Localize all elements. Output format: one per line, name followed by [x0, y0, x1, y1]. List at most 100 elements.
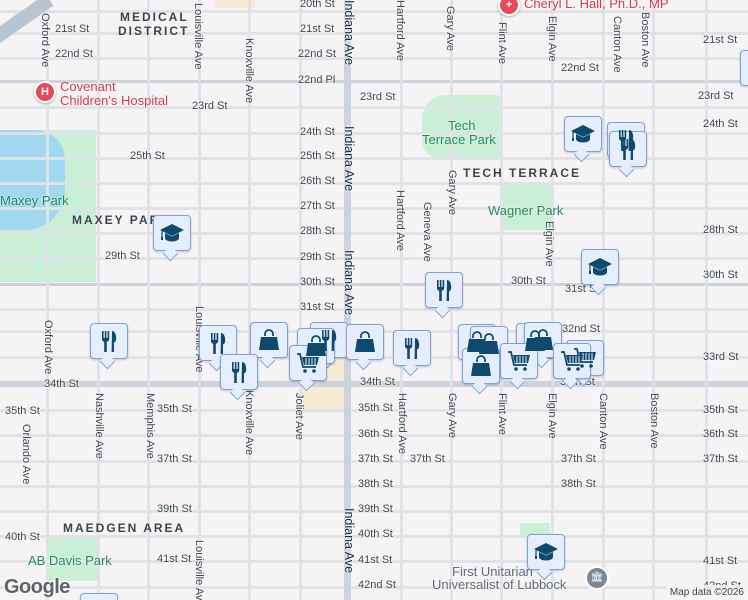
park-label[interactable]: Wagner Park [488, 203, 564, 218]
restaurant-marker[interactable] [393, 330, 431, 366]
street-label: 29th St [105, 250, 140, 262]
avenue-label: Hartford Ave [394, 190, 406, 251]
restaurant-marker[interactable] [607, 122, 645, 158]
avenue-label: Indiana Ave [342, 250, 356, 316]
park-label[interactable]: Maxey Park [0, 193, 69, 208]
wagner-park-area [501, 182, 551, 230]
street-label: 31st St [300, 301, 335, 313]
road-20th [0, 10, 748, 13]
street-label: 33rd St [703, 351, 739, 363]
road-42nd [0, 586, 748, 589]
medical-pin-icon[interactable]: + [498, 0, 520, 16]
road-25th [0, 157, 748, 160]
grocery-marker[interactable] [289, 345, 327, 381]
street-label: 24th St [703, 118, 738, 130]
shopping-marker[interactable] [346, 324, 384, 360]
street-label: 29th St [300, 251, 335, 263]
avenue-label: Oxford Ave [42, 320, 54, 375]
road-28th [0, 232, 748, 235]
road-far-east [705, 0, 708, 600]
park-label[interactable]: Terrace Park [422, 132, 496, 147]
avenue-label: Louisville Ave [192, 3, 204, 70]
street-label: 37th St [358, 453, 393, 465]
avenue-label: Boston Ave [648, 393, 660, 449]
hospital-pin-icon[interactable]: H [34, 81, 56, 103]
district-label: DISTRICT [118, 24, 190, 38]
road-41st [0, 560, 748, 563]
avenue-label: Knoxville Ave [243, 390, 255, 456]
avenue-label: Gary Ave [446, 393, 458, 439]
street-label: 37th St [561, 453, 596, 465]
road-22nd-pl [0, 80, 748, 83]
map-attribution[interactable]: Map data ©2026 [665, 585, 748, 600]
school-marker[interactable] [153, 215, 191, 251]
road-26th [0, 182, 748, 185]
avenue-label: Joliet Ave [293, 393, 305, 440]
grocery-marker[interactable] [500, 343, 538, 379]
restaurant-marker[interactable] [90, 323, 128, 359]
street-label: 36th St [358, 428, 393, 440]
avenue-label: Louisville Ave [193, 540, 205, 600]
road-nashville [97, 0, 100, 600]
street-label: 30th St [300, 276, 335, 288]
street-label: 27th St [300, 200, 335, 212]
park-label[interactable]: AB Davis Park [28, 553, 112, 568]
grocery-marker[interactable] [553, 343, 591, 379]
street-label: 40th St [358, 528, 393, 540]
restaurant-marker[interactable] [609, 131, 647, 167]
poi-label-church[interactable]: First Unitarian [452, 564, 533, 579]
street-label: 35th St [703, 404, 738, 416]
avenue-label: Hartford Ave [396, 393, 408, 454]
school-marker[interactable] [581, 249, 619, 285]
shopping-marker[interactable] [524, 322, 562, 358]
street-label: 35th St [157, 403, 192, 415]
avenue-label: Flint Ave [496, 22, 508, 64]
shopping-marker[interactable] [80, 593, 118, 600]
tech-terrace-park-area [422, 95, 500, 160]
poi-label-hospital[interactable]: Covenant [60, 79, 116, 94]
maxey-lake [0, 130, 65, 230]
museum-icon[interactable]: 🏛 [585, 566, 609, 590]
district-label: TECH TERRACE [463, 166, 582, 180]
restaurant-marker[interactable] [220, 354, 258, 390]
street-label: 37th St [157, 453, 192, 465]
school-marker[interactable] [527, 534, 565, 570]
avenue-label: Orlando Ave [20, 424, 32, 485]
avenue-label: Knoxville Ave [243, 38, 255, 104]
street-label: 37th St [703, 453, 738, 465]
school-marker[interactable] [564, 116, 602, 152]
poi-label-church[interactable]: Universalist of Lubbock [432, 577, 567, 592]
restaurant-marker[interactable] [425, 272, 463, 308]
street-label: 30th St [511, 275, 546, 287]
road-34th [0, 381, 748, 387]
avenue-label: Memphis Ave [144, 393, 156, 459]
street-label: 21st St [55, 23, 90, 35]
avenue-label: Gary Ave [444, 6, 456, 52]
street-label: 39th St [358, 503, 393, 515]
road-flint [500, 0, 503, 600]
poi-label-cheryl-hall[interactable]: Cheryl L. Hall, Ph.D., MP [524, 0, 669, 11]
shopping-marker[interactable] [250, 322, 288, 358]
street-label: 39th St [157, 503, 192, 515]
park-label[interactable]: Tech [448, 118, 476, 133]
road-29th [0, 257, 748, 260]
street-label: 35th St [5, 405, 40, 417]
street-label: 22nd St [55, 48, 93, 60]
street-label: 26th St [300, 175, 335, 187]
avenue-label: Hartford Ave [394, 0, 406, 61]
poi-label-hospital[interactable]: Children's Hospital [60, 93, 168, 108]
street-label: 22nd Pl [298, 74, 336, 86]
avenue-label: Canton Ave [597, 393, 609, 450]
lot-area-top [215, 0, 255, 8]
avenue-label: Elgin Ave [546, 16, 558, 62]
street-label: 28th St [300, 225, 335, 237]
road-oxford [46, 0, 49, 600]
restaurant-marker[interactable] [199, 325, 237, 361]
restaurant-marker[interactable] [740, 50, 748, 86]
street-label: 41st St [358, 554, 393, 566]
avenue-label: Oxford Ave [39, 13, 51, 68]
road-22nd [0, 57, 748, 60]
road-canton [602, 0, 605, 600]
road-memphis [147, 0, 150, 600]
